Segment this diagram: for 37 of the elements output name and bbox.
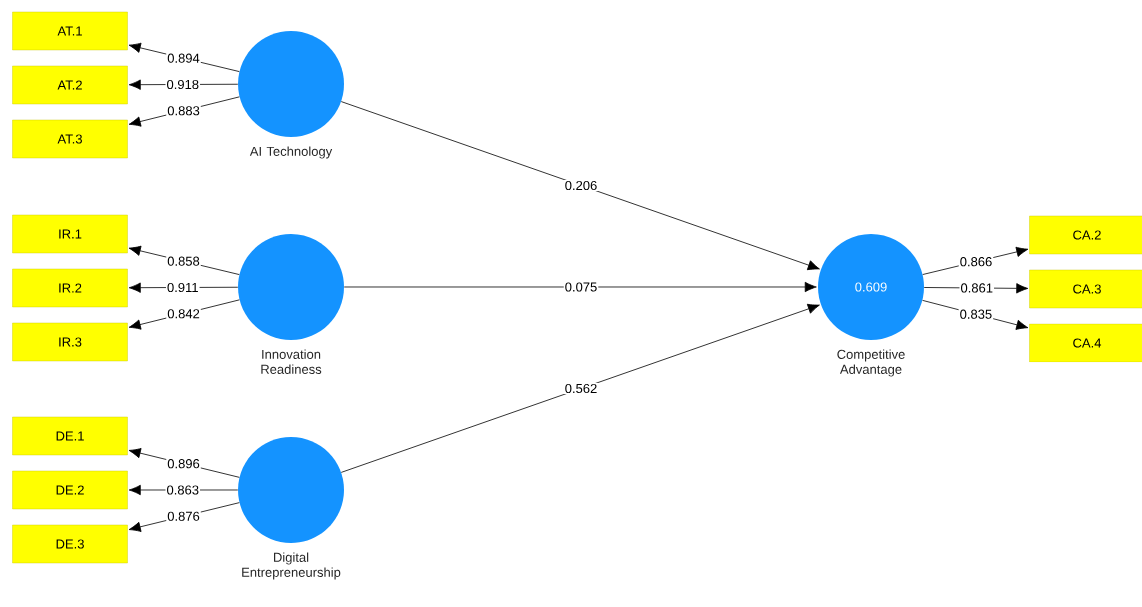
edge-label: 0.858 xyxy=(167,256,200,266)
arrow xyxy=(128,282,239,293)
indicator-box: CA.2 xyxy=(1029,215,1142,255)
edge-label: 0.866 xyxy=(960,257,992,267)
edge-label: 0.562 xyxy=(565,383,597,394)
construct-name: AI Technology xyxy=(249,146,333,159)
edge-label: 0.835 xyxy=(960,309,992,319)
construct-name: Competitive Advantage xyxy=(837,349,905,377)
edge-label: 0.206 xyxy=(565,180,597,191)
indicator-box: DE.1 xyxy=(12,416,128,456)
indicator-box: AT.1 xyxy=(12,11,128,51)
arrow xyxy=(340,101,820,271)
indicator-box: IR.1 xyxy=(12,214,128,254)
edge-label: 0.896 xyxy=(167,459,200,469)
arrow xyxy=(923,283,1029,294)
edge-label: 0.842 xyxy=(167,309,200,319)
indicator-box: DE.3 xyxy=(12,524,128,564)
indicator-box: CA.3 xyxy=(1029,269,1142,309)
arrow xyxy=(343,281,817,293)
indicator-box: IR.3 xyxy=(12,322,128,362)
edge-label: 0.911 xyxy=(167,282,198,293)
indicator-box: AT.2 xyxy=(12,65,128,105)
edge-label: 0.918 xyxy=(167,79,199,90)
construct-name: Digital Entrepreneurship xyxy=(242,552,341,580)
construct-name: Innovation Readiness xyxy=(261,349,322,374)
indicator-box: DE.2 xyxy=(12,470,128,510)
arrow xyxy=(340,303,820,473)
indicator-box: CA.4 xyxy=(1029,323,1142,363)
edge-label: 0.075 xyxy=(565,282,597,292)
indicator-box: AT.3 xyxy=(12,119,128,159)
indicator-box: IR.2 xyxy=(12,268,128,308)
edge-label: 0.861 xyxy=(961,283,993,293)
edge-label: 0.883 xyxy=(167,106,200,116)
edge-label: 0.894 xyxy=(167,53,200,63)
edge-label: 0.863 xyxy=(167,485,199,495)
arrow xyxy=(128,79,239,90)
edge-label: 0.876 xyxy=(167,511,200,521)
